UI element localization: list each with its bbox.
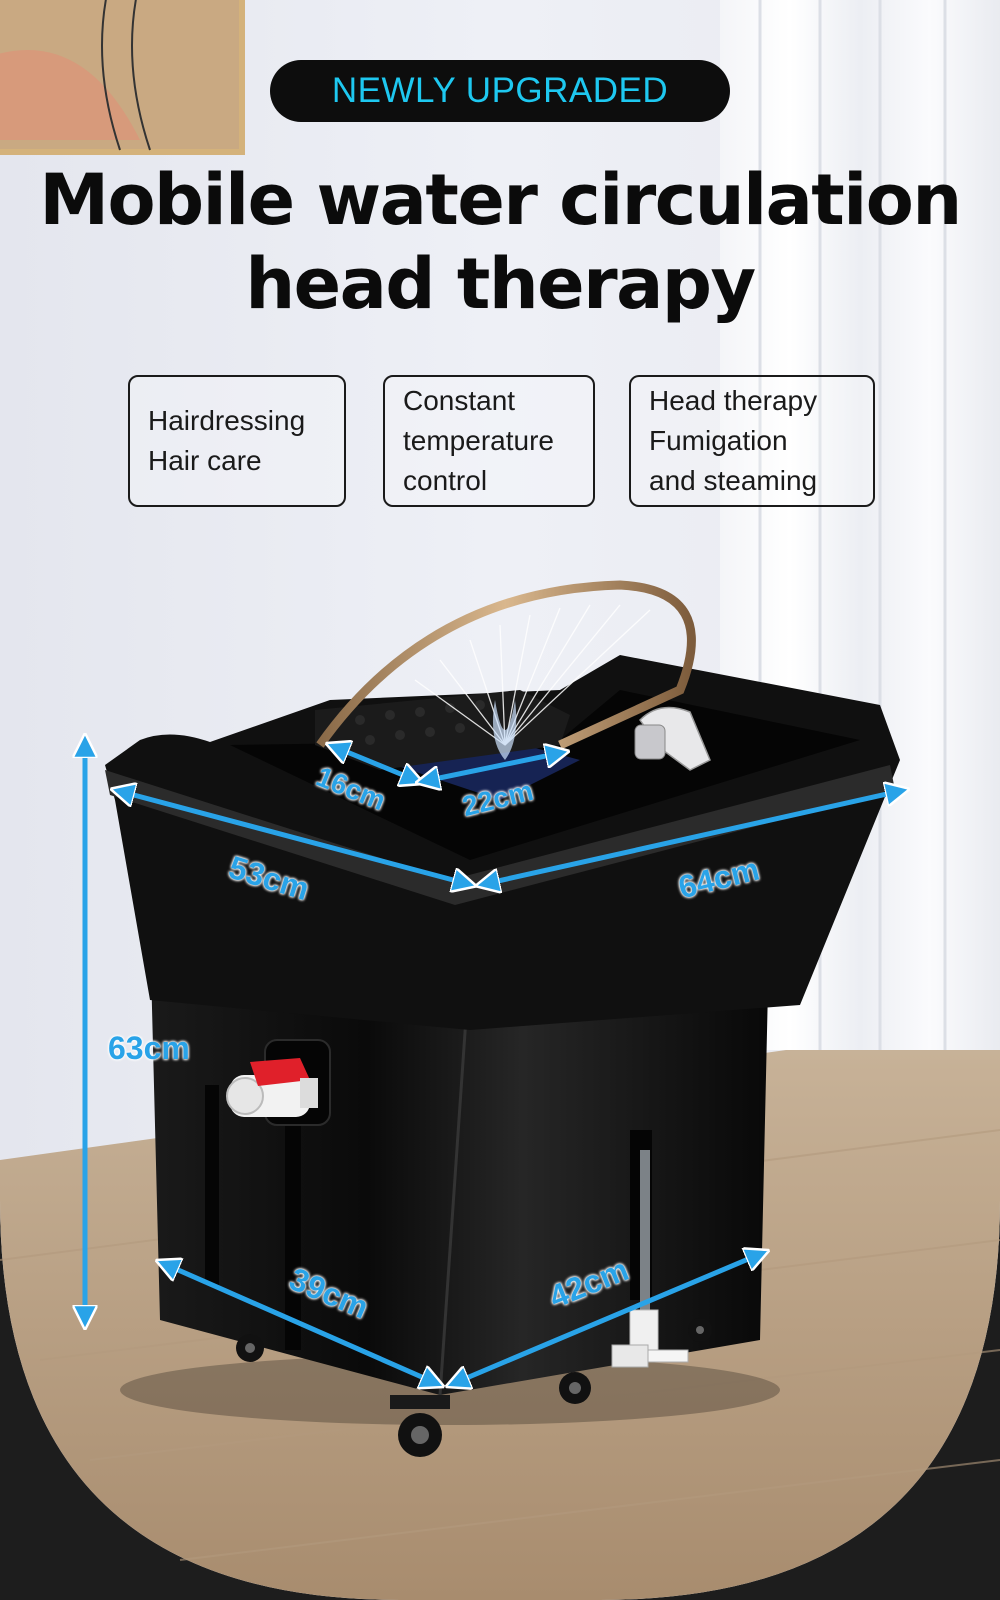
arrow-base-width [160,1262,440,1385]
shower-head-icon [634,706,711,771]
feature-line: Head therapy [649,385,818,416]
title-line-2: head therapy [245,243,756,325]
spray-arc [316,580,696,750]
arrow-base-length [450,1252,765,1385]
feature-line: Fumigation [649,425,788,456]
arrow-top-width [115,790,472,885]
feature-box-steaming: Head therapy Fumigation and steaming [629,375,875,507]
feature-line: and steaming [649,465,818,496]
title-line-1: Mobile water circulation [39,159,962,241]
newly-upgraded-badge: NEWLY UPGRADED [270,60,730,122]
dimension-label-height: 63cm [108,1030,190,1066]
feature-line: Hair care [148,445,262,476]
page-title: Mobile water circulation head therapy [0,158,1000,326]
feature-line: control [403,465,488,496]
arrow-top-length [480,790,905,885]
feature-line: temperature [403,425,554,456]
feature-line: Constant [403,385,516,416]
arrow-basin-b [420,752,565,782]
feature-box-temperature: Constant temperature control [383,375,595,507]
feature-box-hair-care: Hairdressing Hair care [128,375,346,507]
dimension-arrows [85,738,905,1385]
feature-line: Hairdressing [148,405,306,436]
water-valve-icon [226,1039,331,1126]
arrow-basin-a [330,745,420,782]
